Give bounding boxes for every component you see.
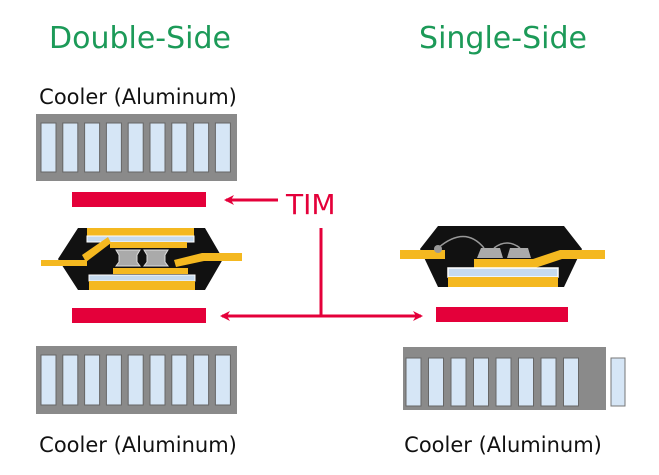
cooler-fin [105, 354, 122, 406]
double-side-package [41, 228, 242, 290]
cooler-fin [171, 354, 188, 406]
cooler-fin [428, 357, 444, 407]
cooler-fin [84, 354, 101, 406]
cooler-fin [193, 122, 210, 173]
cooler-fin [149, 122, 166, 173]
cooler-fin [563, 357, 579, 407]
cooler-fin [193, 354, 210, 406]
single-side-package [400, 226, 605, 287]
cooler-fin [40, 354, 57, 406]
bottom-left-cooler-label: Cooler (Aluminum) [39, 433, 237, 457]
cooler-fin [473, 357, 489, 407]
cooler-fin [214, 354, 231, 406]
cooler-fin [518, 357, 534, 407]
tim-bottom-left [72, 308, 206, 323]
cooler-fin [62, 354, 79, 406]
cooler-fin [40, 122, 57, 173]
cooler-fin [540, 357, 557, 407]
double-side-title: Double-Side [49, 21, 231, 56]
tim-top-left [72, 192, 206, 207]
bottom-right-cooler [403, 347, 626, 410]
bottom-right-cooler-label: Cooler (Aluminum) [404, 433, 602, 457]
cooler-fin [127, 354, 144, 406]
tim-label: TIM [285, 188, 336, 221]
cooler-fin [450, 357, 467, 407]
cooler-fin [105, 122, 122, 173]
bottom-left-cooler [36, 346, 237, 414]
top-left-cooler [36, 114, 237, 181]
cooler-fin [127, 122, 144, 173]
tim-bottom-right [436, 307, 568, 322]
top-left-cooler-label: Cooler (Aluminum) [39, 85, 237, 109]
cooler-fin [171, 122, 188, 173]
cooler-fin [62, 122, 79, 173]
cooler-fin [84, 122, 101, 173]
single-side-title: Single-Side [419, 21, 587, 56]
cooler-fin [214, 122, 231, 173]
cooler-fin [405, 357, 422, 407]
cooler-fin [495, 357, 512, 407]
cooler-fin [149, 354, 166, 406]
